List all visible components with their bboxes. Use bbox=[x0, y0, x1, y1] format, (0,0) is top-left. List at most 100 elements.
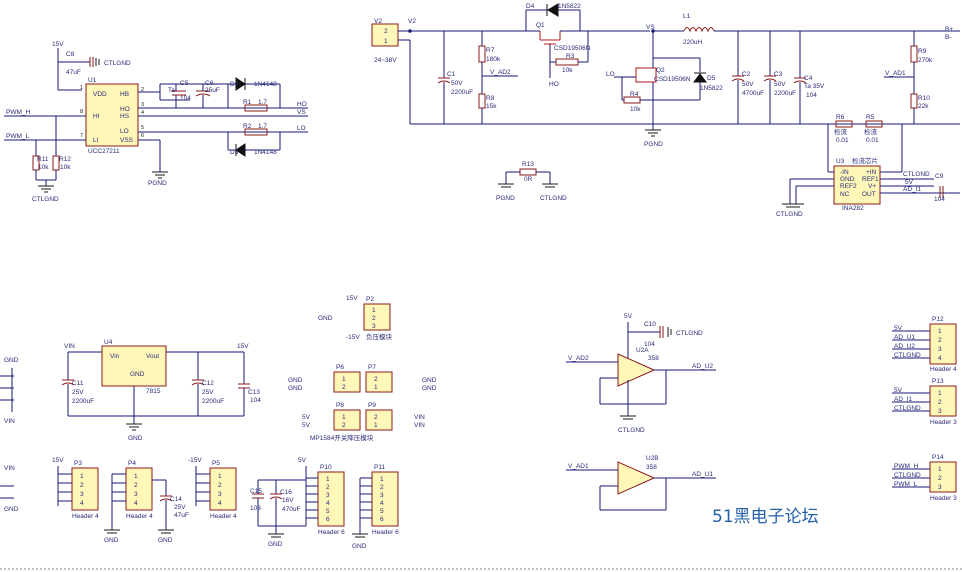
net-label-ctlgnd-u2a: CTLGND bbox=[618, 427, 645, 434]
r13-ref: R13 bbox=[522, 161, 534, 168]
c11-value: 2200uF bbox=[72, 398, 94, 405]
c13-ref: C13 bbox=[248, 389, 260, 396]
r7-body bbox=[478, 45, 486, 63]
r12-ref: R12 bbox=[59, 156, 71, 163]
p10-pin-2: 2 bbox=[326, 484, 330, 491]
c6-value: 25uF bbox=[205, 87, 220, 94]
r1-ref: R1 bbox=[243, 99, 252, 106]
net-label-15v-u4: 15V bbox=[237, 343, 249, 350]
p10-pin-4: 4 bbox=[326, 500, 330, 507]
c14-voltage: 25V bbox=[174, 504, 186, 511]
u3-part: INA282 bbox=[842, 205, 864, 212]
c11-voltage: 25V bbox=[72, 389, 84, 396]
r5-body bbox=[865, 120, 883, 128]
p7-ref: P7 bbox=[368, 364, 376, 371]
net-label-ctlgnd-u3: CTLGND bbox=[776, 211, 803, 218]
net-label-15v-p2: 15V bbox=[346, 295, 358, 302]
r13-value: 0R bbox=[524, 176, 533, 183]
net-label-pgnd-stage: PGND bbox=[644, 141, 663, 148]
u4-body bbox=[101, 345, 167, 387]
c4-ref: C4 bbox=[804, 75, 813, 82]
power-stage-section: V2 2 1 24~38V V2 C1 50V 2200uF R7 180k R… bbox=[371, 3, 960, 202]
r2-ref: R2 bbox=[243, 123, 252, 130]
r1-value: 1.7 bbox=[258, 99, 267, 106]
net-label-15v-p3: 15V bbox=[52, 457, 64, 464]
u2a-part: 358 bbox=[648, 355, 659, 362]
net-label-ctlgnd-c10: CTLGND bbox=[676, 330, 703, 337]
p12-pin-2: 2 bbox=[938, 337, 942, 344]
d5-symbol bbox=[693, 73, 707, 83]
p11-body bbox=[371, 471, 399, 527]
p12-ref: P12 bbox=[932, 316, 944, 323]
u3-pin-ref2: REF2 bbox=[840, 183, 857, 190]
q2-ref: Q2 bbox=[656, 67, 665, 74]
c8-ref: C8 bbox=[66, 51, 75, 58]
p13-net-1: 5V bbox=[894, 387, 903, 394]
r7-value: 180k bbox=[486, 56, 501, 63]
p14-pin-2: 2 bbox=[938, 475, 942, 482]
r6-value: 0.01 bbox=[836, 137, 849, 144]
p6-body bbox=[333, 371, 361, 393]
p6-ref: P6 bbox=[336, 364, 344, 371]
c16-value: 470uF bbox=[282, 506, 300, 513]
u1-pin-hs: HS bbox=[120, 113, 130, 120]
d4-part: 1N5822 bbox=[558, 3, 581, 10]
p11-pin-3: 3 bbox=[380, 492, 384, 499]
c16-voltage: 16V bbox=[282, 497, 294, 504]
p5-pin-1: 1 bbox=[218, 473, 222, 480]
p7-body bbox=[365, 371, 393, 393]
p3-pin-4: 4 bbox=[80, 500, 84, 507]
net-label-ho-q1: HO bbox=[549, 81, 559, 88]
p2-ref: P2 bbox=[366, 296, 374, 303]
u3-pin-ref1: REF1 bbox=[862, 176, 879, 183]
net-label-v-ad2: V_AD2 bbox=[568, 355, 589, 362]
p10-pin-6: 6 bbox=[326, 516, 330, 523]
r6-type: 检流 bbox=[834, 127, 848, 136]
r4-value: 10k bbox=[630, 106, 641, 113]
u1-pin-hi: HI bbox=[93, 113, 100, 120]
u1-ref: U1 bbox=[88, 77, 97, 84]
net-label-5v-p8a: 5V bbox=[302, 414, 311, 421]
u1-pin-hb: HB bbox=[120, 91, 129, 98]
p12-body bbox=[929, 323, 957, 365]
buck-module-label: MP1584开关降压模块 bbox=[310, 433, 374, 442]
net-label-5v-u3: 5V bbox=[905, 179, 914, 186]
r8-body bbox=[478, 93, 486, 109]
net-label-vin-p9a: VIN bbox=[414, 414, 425, 421]
net-label-5v-u2: 5V bbox=[624, 313, 633, 320]
r10-body bbox=[910, 93, 918, 109]
p3-pin-3: 3 bbox=[80, 491, 84, 498]
net-label-vin-u4: VIN bbox=[64, 343, 75, 350]
c5-ta: Ta bbox=[168, 87, 175, 94]
p4-body bbox=[125, 467, 153, 511]
c3-value: 2200uF bbox=[774, 90, 796, 97]
p12-net-2: AD_U1 bbox=[894, 334, 915, 341]
r6-ref: R6 bbox=[836, 114, 845, 121]
c16-ref: C16 bbox=[280, 489, 292, 496]
p11-pin-6: 6 bbox=[380, 516, 384, 523]
net-label-ctlgnd-u3-right: CTLGND bbox=[903, 171, 930, 178]
u4-ref: U4 bbox=[104, 339, 113, 346]
c6-ref: C6 bbox=[205, 80, 214, 87]
q2-symbol bbox=[635, 67, 657, 83]
c9-value: 104 bbox=[934, 196, 945, 203]
l1-symbol bbox=[683, 27, 715, 33]
r5-type: 检流 bbox=[864, 127, 878, 136]
d2-symbol bbox=[235, 77, 246, 91]
c9-ref: C9 bbox=[935, 173, 944, 180]
p3-ref: P3 bbox=[74, 460, 82, 467]
p10-body bbox=[317, 471, 345, 527]
c5-ref: C5 bbox=[180, 80, 189, 87]
u4-part: 7815 bbox=[146, 388, 161, 395]
net-label-pwm-l: PWM_L bbox=[6, 133, 30, 140]
p9-body bbox=[365, 409, 393, 431]
net-label-vin-p9b: VIN bbox=[414, 422, 425, 429]
r2-body bbox=[244, 128, 268, 136]
net-label-vs: VS bbox=[297, 109, 306, 116]
net-label-lo: LO bbox=[297, 125, 306, 132]
p4-pin-2: 2 bbox=[134, 482, 138, 489]
u4-pin-vin: Vin bbox=[110, 353, 120, 360]
d5-part: 1N5822 bbox=[700, 85, 723, 92]
c14-ref: C14 bbox=[170, 496, 182, 503]
net-label-gnd-p6a: GND bbox=[288, 377, 303, 384]
